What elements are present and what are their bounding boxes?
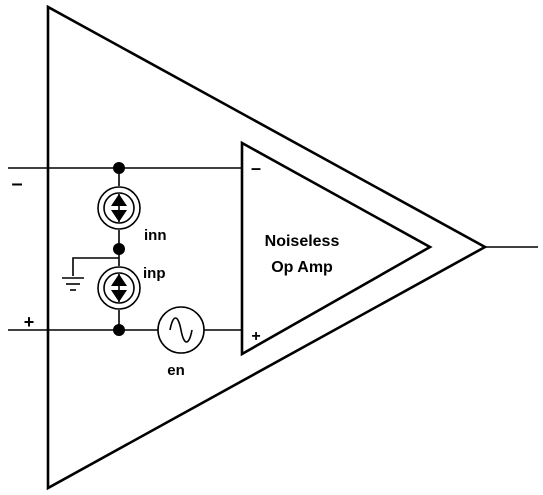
inverting-junction-node	[113, 162, 125, 174]
inner-amp-label-line2: Op Amp	[271, 259, 333, 276]
inner-amp-label-line1: Noiseless	[265, 233, 340, 250]
ac-voltage-source-icon	[157, 306, 205, 354]
ground-icon	[62, 257, 119, 291]
middle-junction-node	[113, 243, 125, 255]
outer-op-amp-triangle	[46, 4, 488, 491]
noninverting-junction-node	[113, 324, 125, 336]
inner-noiseless-op-amp-triangle	[240, 140, 433, 357]
inn-label: inn	[144, 227, 167, 244]
inp-label: inp	[143, 265, 166, 282]
inner-inverting-symbol: –	[251, 158, 261, 178]
inner-noninverting-symbol: +	[251, 328, 260, 345]
current-source-icon	[97, 186, 141, 230]
outer-inverting-symbol: –	[11, 173, 22, 195]
current-source-icon	[97, 266, 141, 310]
en-label: en	[167, 362, 185, 379]
outer-noninverting-symbol: +	[24, 312, 35, 332]
